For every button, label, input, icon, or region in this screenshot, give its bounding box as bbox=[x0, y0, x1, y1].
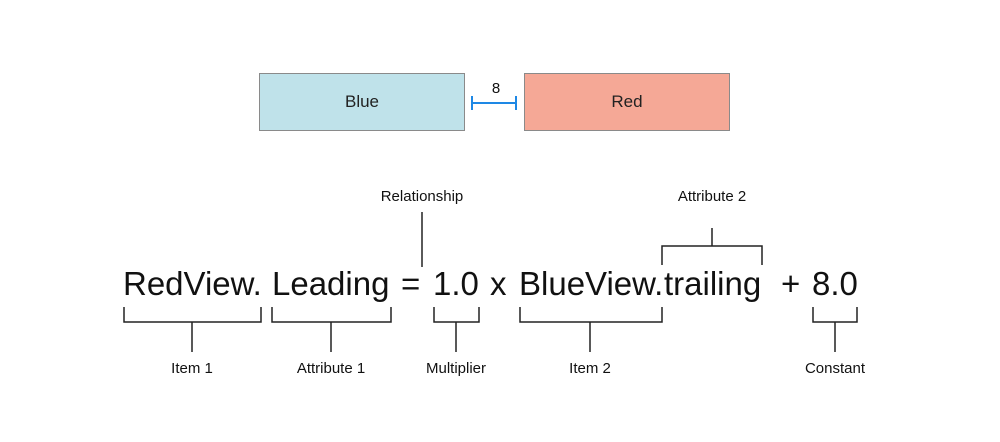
constant-label: Constant bbox=[804, 360, 866, 377]
blue-view: Blue bbox=[259, 73, 465, 131]
blue-view-label: Blue bbox=[344, 92, 380, 111]
red-view: Red bbox=[524, 73, 730, 131]
red-view-label: Red bbox=[611, 92, 643, 111]
item1-label: Item 1 bbox=[171, 360, 213, 377]
relationship-symbol: = bbox=[401, 265, 421, 302]
item1-bracket bbox=[123, 307, 262, 352]
constant-bracket bbox=[812, 307, 858, 352]
multiplier-bracket bbox=[433, 307, 480, 352]
spacing-indicator bbox=[471, 96, 517, 110]
multiplier-text: 1.0 bbox=[433, 265, 479, 302]
spacing-value: 8 bbox=[491, 80, 501, 97]
attribute1-text: Leading bbox=[272, 265, 390, 302]
attribute2-bracket bbox=[661, 228, 763, 265]
plus-symbol: + bbox=[781, 265, 801, 302]
item1-text: RedView. bbox=[123, 265, 262, 302]
attribute2-text: trailing bbox=[664, 265, 762, 302]
multiplier-label: Multiplier bbox=[425, 360, 487, 377]
item2-text: BlueView. bbox=[519, 265, 664, 302]
attribute2-label: Attribute 2 bbox=[677, 188, 747, 205]
relationship-label: Relationship bbox=[380, 188, 464, 205]
item2-bracket bbox=[519, 307, 663, 352]
times-symbol: x bbox=[490, 265, 507, 302]
item2-label: Item 2 bbox=[569, 360, 611, 377]
attribute1-label: Attribute 1 bbox=[296, 360, 366, 377]
constant-text: 8.0 bbox=[812, 265, 858, 302]
constraint-equation: RedView. Leading = 1.0 x BlueView. trail… bbox=[0, 262, 1000, 306]
attribute1-bracket bbox=[271, 307, 392, 352]
